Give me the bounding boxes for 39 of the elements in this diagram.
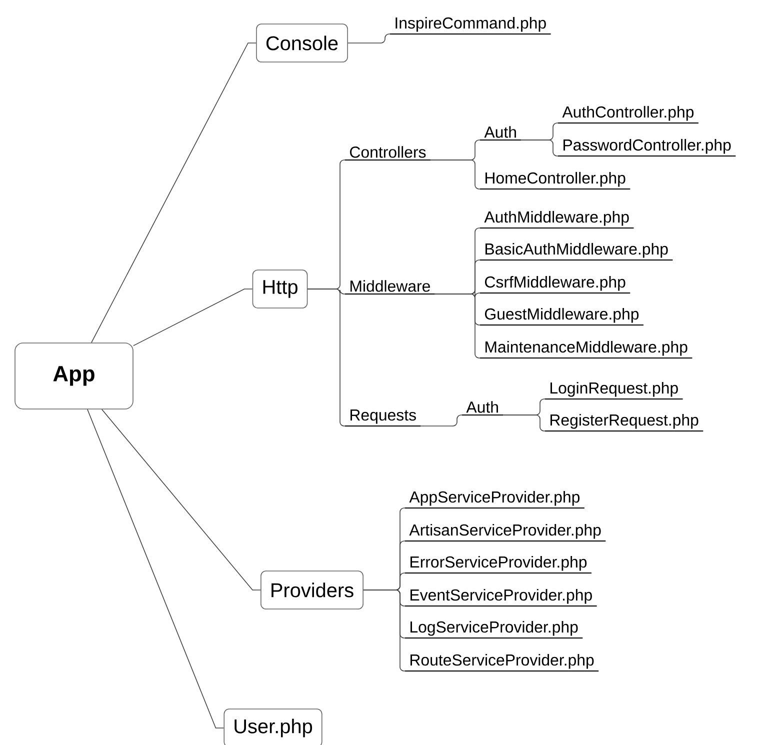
- connector-line: [363, 590, 406, 672]
- file-label: PasswordController.php: [558, 138, 736, 156]
- file-label: LogServiceProvider.php: [404, 620, 584, 638]
- connector-line: [348, 34, 390, 44]
- connector-line: [91, 42, 256, 343]
- connector-line: [520, 140, 558, 156]
- file-label: ArtisanServiceProvider.php: [404, 524, 606, 542]
- branch-box: Providers: [260, 570, 364, 610]
- file-label: MaintenanceMiddleware.php: [480, 340, 693, 358]
- connector-line: [502, 414, 546, 432]
- connector-line: [430, 160, 480, 190]
- file-label: BasicAuthMiddleware.php: [480, 242, 674, 260]
- file-label: Controllers: [344, 146, 431, 160]
- file-label: LoginRequest.php: [544, 382, 684, 400]
- file-label: CsrfMiddleware.php: [480, 276, 631, 294]
- file-label: Auth: [462, 401, 504, 416]
- connector-line: [87, 409, 224, 728]
- file-label: Auth: [480, 126, 522, 140]
- connector-line: [420, 414, 462, 426]
- file-label: ErrorServiceProvider.php: [404, 556, 592, 574]
- branch-box: Http: [252, 270, 308, 308]
- branch-box: User.php: [224, 708, 322, 745]
- connector-line: [101, 409, 261, 590]
- file-label: InspireCommand.php: [390, 16, 552, 34]
- root-box: App: [14, 342, 134, 410]
- branch-box: Console: [256, 24, 348, 62]
- file-label: HomeController.php: [480, 172, 631, 190]
- file-label: Middleware: [344, 280, 436, 294]
- file-label: RouteServiceProvider.php: [404, 654, 600, 672]
- file-label: Requests: [344, 410, 422, 426]
- file-label: AppServiceProvider.php: [404, 490, 585, 508]
- file-label: AuthController.php: [558, 106, 699, 124]
- file-label: RegisterRequest.php: [544, 414, 704, 432]
- file-label: AuthMiddleware.php: [480, 210, 634, 228]
- file-label: GuestMiddleware.php: [480, 308, 644, 326]
- file-label: EventServiceProvider.php: [404, 588, 598, 606]
- connector-line: [133, 288, 253, 346]
- connector-line: [307, 288, 346, 426]
- connector-line: [434, 294, 480, 358]
